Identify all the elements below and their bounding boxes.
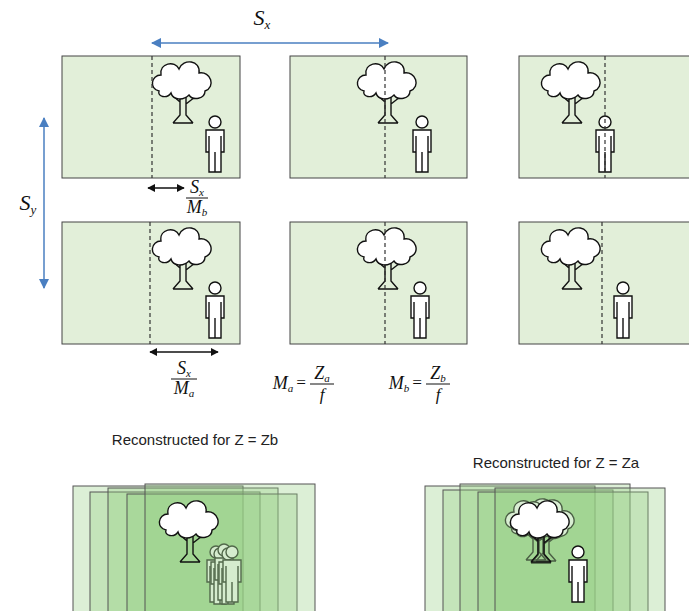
reconstruction-title: Reconstructed for Z = Za [473,453,639,473]
person-icon [206,116,224,172]
person-icon [569,546,587,602]
pitch-arrow [43,118,45,288]
reconstruction-title: Reconstructed for Z = Zb [112,430,278,450]
formula-denominator: f [320,384,325,406]
person-icon [411,282,429,338]
tree-icon [152,228,211,289]
formula-numerator: Za [314,362,330,389]
pitch-arrow [152,42,388,44]
magnification-symbol: Mb [389,372,410,399]
pitch-label: Sx [254,5,271,38]
center-line [601,222,602,344]
elemental-image [62,222,240,344]
center-line [384,222,385,344]
tree-icon [357,228,416,289]
elemental-image [290,56,467,178]
person-icon [614,282,632,338]
formula-numerator: Zb [430,362,446,389]
center-line [149,222,150,344]
person-icon-blurred [223,546,241,602]
shift-arrow [148,187,184,188]
shift-denominator: Ma [174,377,195,404]
person-icon [413,116,431,172]
elemental-image [290,222,467,344]
center-line [151,56,152,178]
tree-icon [357,62,416,123]
fraction-bar [310,384,334,385]
elemental-image [519,56,689,178]
magnification-symbol: Ma [273,372,294,399]
formula-denominator: f [436,384,441,406]
person-icon [206,282,224,338]
overlap-image [495,488,665,611]
shift-denominator: Mb [187,196,208,223]
overlap-image [145,484,315,611]
fraction-bar [426,384,450,385]
elemental-image [519,222,689,344]
tree-icon [152,62,211,123]
center-line [604,56,605,178]
tree-icon [541,228,600,289]
pitch-label: Sy [20,190,37,223]
equals-sign: = [295,372,306,394]
tree-icon [510,501,569,562]
elemental-image [62,56,240,178]
shift-arrow [150,351,218,352]
equals-sign: = [411,372,422,394]
tree-icon [159,501,218,562]
tree-icon [541,62,600,123]
center-line [384,56,385,178]
